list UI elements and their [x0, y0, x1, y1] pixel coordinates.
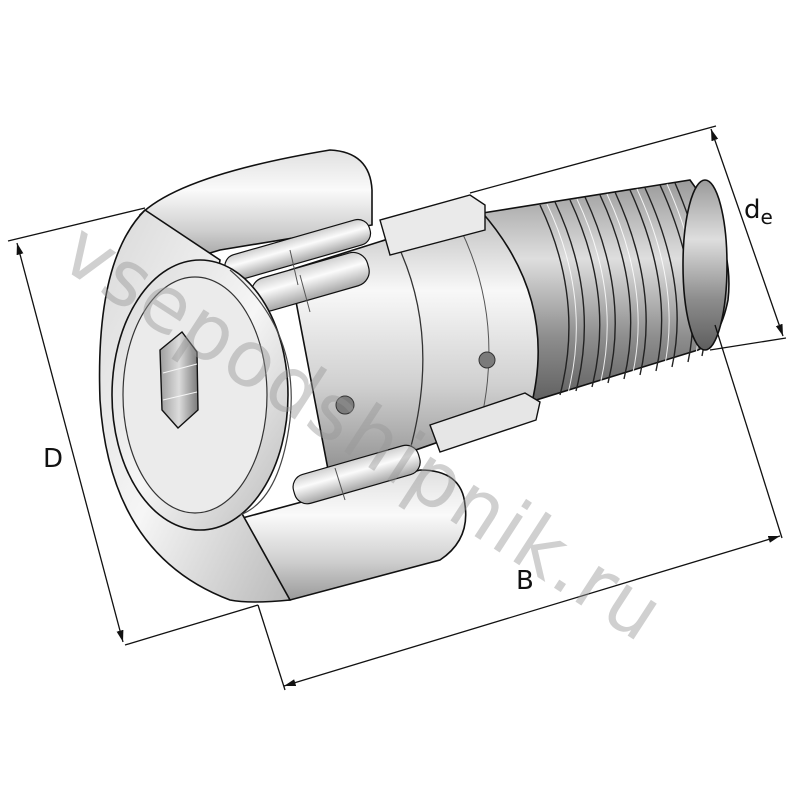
dimension-label-B: B	[516, 566, 534, 596]
lube-hole-icon	[335, 395, 355, 415]
lube-hole-icon	[478, 351, 496, 369]
end-face	[111, 259, 292, 531]
dimension-lines	[7, 125, 787, 691]
dimension-B-line	[283, 535, 781, 687]
dimension-de-line	[710, 128, 784, 337]
dimension-label-de-subscript: e	[760, 205, 773, 229]
needle-rollers	[224, 218, 421, 505]
dimension-label-D: D	[43, 444, 64, 474]
hex-socket-icon	[159, 330, 199, 429]
dimension-D-line	[16, 242, 124, 643]
dimension-label-de: de	[744, 195, 773, 229]
